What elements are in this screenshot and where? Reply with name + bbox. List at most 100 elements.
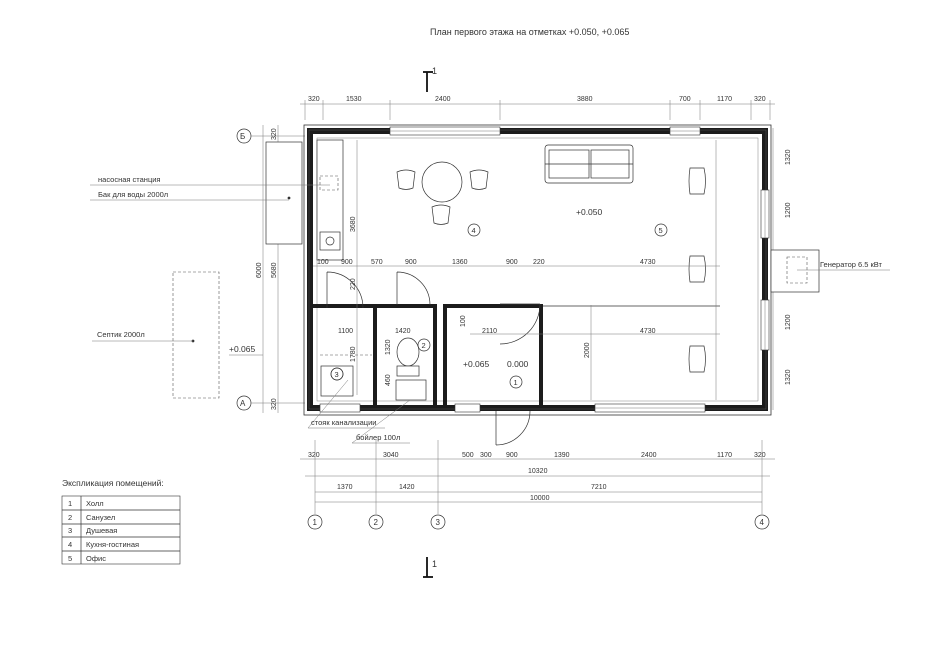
section-marker-bottom: 1 <box>423 557 437 578</box>
legend-num-5: 5 <box>68 554 72 563</box>
annotation-sewer: стояк канализации <box>311 418 376 427</box>
dim-top-7: 320 <box>754 96 766 103</box>
dim-top-2: 1530 <box>346 96 362 103</box>
dim-mid-8: 4730 <box>640 259 656 266</box>
dimension-vertical-inner: 3680 220 1780 1320 460 2000 100 <box>350 140 592 400</box>
room-marker-3-label: 3 <box>335 370 339 379</box>
room-marker-2: 2 <box>417 338 431 352</box>
dim-room-1: 1100 <box>338 328 353 335</box>
level-marks: +0.050 +0.065 0.000 +0.065 <box>229 207 603 369</box>
legend-num-2: 2 <box>68 513 72 522</box>
dim-bottom2-3: 7210 <box>591 484 607 491</box>
dim-top-3: 2400 <box>435 96 451 103</box>
dim-v-2: 220 <box>350 278 357 290</box>
dim-top-1: 320 <box>308 96 320 103</box>
dim-mid-4: 900 <box>405 259 417 266</box>
room-marker-5-label: 5 <box>659 226 663 235</box>
kitchen-counter <box>316 139 344 261</box>
annotation-tank: Бак для воды 2000л <box>98 190 168 199</box>
dimension-chain-bottom-2: 1370 1420 7210 10000 <box>315 484 762 503</box>
axis-marker-a-label: А <box>240 399 246 408</box>
dimension-chain-bottom-1: 320 3040 500 300 900 1390 2400 1170 320 … <box>300 452 775 477</box>
level-hall-zero: 0.000 <box>507 359 529 369</box>
dim-top-4: 3880 <box>577 96 593 103</box>
dim-top-6: 1170 <box>717 96 732 103</box>
dim-bottom-2: 3040 <box>383 452 399 459</box>
dim-top-5: 700 <box>679 96 691 103</box>
dim-mid-5: 1360 <box>452 259 468 266</box>
section-marker-top: 1 <box>423 66 437 92</box>
section-marker-bottom-label: 1 <box>432 559 437 569</box>
dim-v-3: 1780 <box>350 346 357 362</box>
dim-room-4: 4730 <box>640 328 656 335</box>
legend-name-4: Кухня-гостиная <box>86 540 139 549</box>
legend-name-5: Офис <box>86 554 106 563</box>
dim-bottom-9: 320 <box>754 452 766 459</box>
room-marker-3: 3 <box>330 367 344 381</box>
room-legend: Экспликация помещений: 1 Холл 2 Санузел … <box>61 478 181 565</box>
room-marker-4-label: 4 <box>472 226 476 235</box>
dimension-chain-top: 320 1530 2400 3880 700 1170 320 <box>300 96 775 120</box>
dim-bottom-total-1: 10320 <box>528 468 548 475</box>
dim-bottom-4: 300 <box>480 452 492 459</box>
dim-v-1: 3680 <box>350 216 357 232</box>
bathroom-fixtures <box>320 337 427 401</box>
dim-bottom-6: 1390 <box>554 452 570 459</box>
room-marker-5: 5 <box>654 223 668 237</box>
legend-num-3: 3 <box>68 526 72 535</box>
external-equipment <box>172 141 820 399</box>
annotation-generator: Генератор 6.5 кВт <box>820 260 883 269</box>
room-marker-2-label: 2 <box>422 341 426 350</box>
annotation-boiler: бойлер 100л <box>356 433 400 442</box>
room-marker-4: 4 <box>467 223 481 237</box>
dim-v-5: 460 <box>385 374 392 386</box>
sofa <box>544 144 634 184</box>
dim-mid-7: 220 <box>533 259 545 266</box>
dim-mid-3: 570 <box>371 259 383 266</box>
axis-markers-numbers: 1 2 3 4 <box>307 440 770 530</box>
level-main: +0.050 <box>576 207 603 217</box>
level-hall: +0.065 <box>463 359 490 369</box>
office-chairs <box>688 140 717 400</box>
interior-partitions <box>313 304 720 405</box>
dim-bottom-5: 900 <box>506 452 518 459</box>
axis-marker-4: 4 <box>760 518 765 527</box>
dimension-chain-middle: 100 900 570 900 1360 900 220 4730 <box>313 259 720 267</box>
dim-v-4: 1320 <box>385 339 392 355</box>
legend-name-1: Холл <box>86 499 104 508</box>
axis-marker-b-label: Б <box>240 132 245 141</box>
annotation-septic: Септик 2000л <box>97 330 145 339</box>
legend-num-1: 1 <box>68 499 72 508</box>
dim-bottom-7: 2400 <box>641 452 657 459</box>
axis-marker-3: 3 <box>436 518 441 527</box>
dim-bottom-3: 500 <box>462 452 474 459</box>
section-marker-top-label: 1 <box>432 66 437 76</box>
room-marker-1-label: 1 <box>514 378 518 387</box>
dim-left-bottom: 320 <box>271 398 278 410</box>
dim-left-overall: 6000 <box>256 262 263 278</box>
dim-right-5: 1320 <box>785 369 792 385</box>
windows <box>319 126 770 413</box>
dim-bottom-1: 320 <box>308 452 320 459</box>
annotation-pump: насосная станция <box>98 175 161 184</box>
dim-left-inner: 5680 <box>271 262 278 278</box>
dim-bottom-total-2: 10000 <box>530 495 550 502</box>
legend-num-4: 4 <box>68 540 72 549</box>
dim-right-2: 1200 <box>785 202 792 218</box>
dim-room-2: 1420 <box>395 328 411 335</box>
dim-room-3: 2110 <box>482 328 497 335</box>
dim-bottom-8: 1170 <box>717 452 732 459</box>
dim-right-4: 1200 <box>785 314 792 330</box>
level-left: +0.065 <box>229 344 256 354</box>
dim-right-1: 1320 <box>785 149 792 165</box>
legend-title: Экспликация помещений: <box>62 478 164 488</box>
axis-marker-1: 1 <box>313 518 318 527</box>
legend-name-2: Санузел <box>86 513 115 522</box>
dim-bottom2-1: 1370 <box>337 484 353 491</box>
room-markers: 1 2 3 4 5 <box>330 223 668 389</box>
plan-title: План первого этажа на отметках +0.050, +… <box>430 27 629 37</box>
legend-name-3: Душевая <box>86 526 117 535</box>
dim-bottom2-2: 1420 <box>399 484 415 491</box>
dim-v-6: 2000 <box>584 342 591 358</box>
